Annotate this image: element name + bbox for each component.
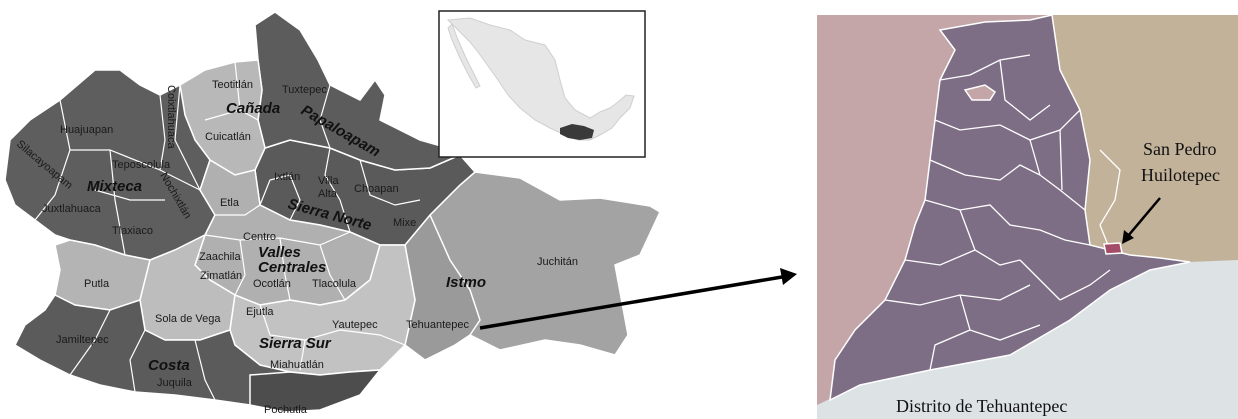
label-tlacolula: Tlacolula: [312, 278, 357, 290]
label-ocotlan: Ocotlán: [253, 278, 291, 290]
label-alta: Alta: [318, 188, 338, 200]
callout-line-2: Huilotepec: [1141, 165, 1220, 185]
label-villa: Villa: [318, 175, 339, 187]
neighbor-district-tan: [1052, 15, 1238, 262]
san-pedro-huilotepec: [1103, 242, 1123, 255]
label-cuicatlan: Cuicatlán: [205, 131, 251, 143]
sea: [817, 260, 1238, 419]
mexico-inset: [438, 10, 646, 158]
label-yautepec: Yautepec: [332, 319, 378, 331]
label-ejutla: Ejutla: [246, 306, 274, 318]
label-ixtlan: Ixtlán: [274, 171, 300, 183]
callout-line-1: San Pedro: [1143, 139, 1217, 159]
label-teotitlan: Teotitlán: [212, 79, 253, 91]
label-miahuatlan: Miahuatlán: [270, 359, 324, 371]
label-region-costa: Costa: [148, 357, 190, 374]
callout-arrowhead: [1122, 230, 1134, 244]
district-pochutla: [249, 369, 382, 413]
detail-caption: Distrito de Tehuantepec: [896, 396, 1067, 416]
enclave: [963, 84, 997, 101]
label-zaachila: Zaachila: [199, 251, 241, 263]
label-teposcolula: Teposcolula: [112, 159, 171, 171]
label-sola-de-vega: Sola de Vega: [155, 313, 221, 325]
label-region-centrales: Centrales: [258, 259, 326, 276]
label-juquila: Juquila: [157, 377, 193, 389]
label-centro: Centro: [243, 231, 276, 243]
oaxaca-map: Huajuapan Silacayoapam Coixtlahuaca Teot…: [4, 11, 661, 416]
callout-arrow: [1127, 197, 1161, 237]
label-region-valles: Valles: [258, 244, 301, 261]
district-boundaries: [34, 61, 421, 401]
label-region-istmo: Istmo: [446, 274, 486, 291]
label-choapan: Choapan: [354, 183, 399, 195]
label-juxtlahuaca: Juxtlahuaca: [42, 203, 102, 215]
zoom-arrow: [479, 268, 797, 330]
label-tehuantepec: Tehuantepec: [406, 319, 469, 331]
tehuantepec-detail: San Pedro Huilotepec Distrito de Tehuant…: [817, 14, 1238, 419]
label-juchitan: Juchitán: [537, 256, 578, 268]
label-pochutla: Pochutla: [264, 404, 308, 416]
municipal-boundaries: [884, 54, 1121, 371]
label-tuxtepec: Tuxtepec: [282, 84, 327, 96]
label-region-mixteca: Mixteca: [87, 178, 142, 195]
label-mixe: Mixe: [393, 217, 416, 229]
baja-california: [447, 23, 481, 89]
label-coixtlahuaca: Coixtlahuaca: [165, 85, 177, 149]
oaxaca-highlight: [560, 124, 594, 140]
label-putla: Putla: [84, 278, 110, 290]
label-zimatlan: Zimatlán: [200, 270, 242, 282]
mexico-outline: [446, 17, 635, 141]
label-huajuapan: Huajuapan: [60, 124, 113, 136]
label-jamiltepec: Jamiltepec: [56, 334, 109, 346]
label-tlaxiaco: Tlaxiaco: [112, 225, 153, 237]
label-etla: Etla: [220, 197, 240, 209]
label-region-sierra-sur: Sierra Sur: [259, 335, 332, 352]
label-region-canada: Cañada: [226, 100, 280, 117]
